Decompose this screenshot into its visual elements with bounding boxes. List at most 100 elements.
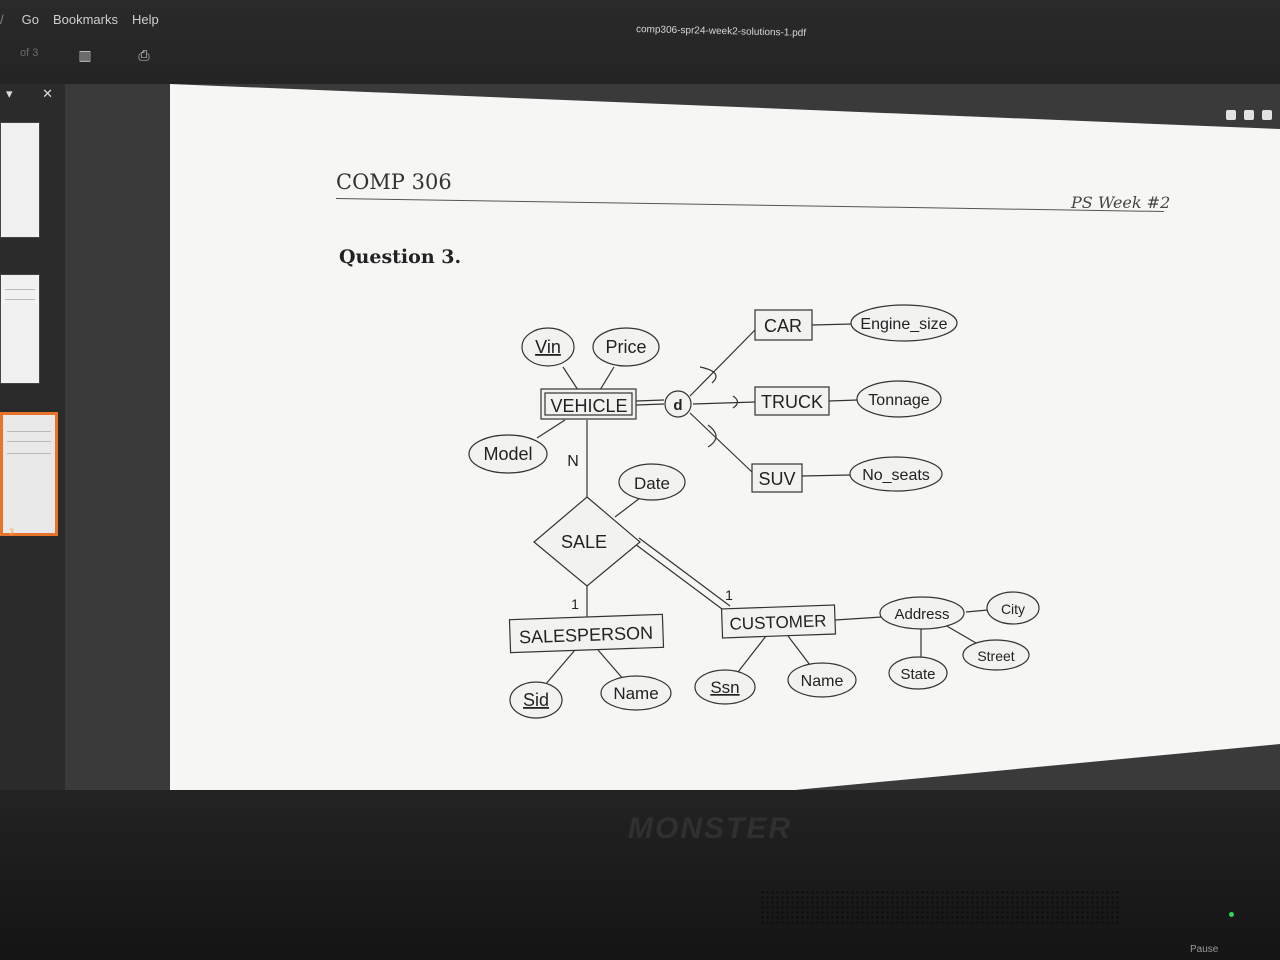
attr-model-label: Model (483, 444, 532, 464)
page-counter: of 3 (20, 47, 39, 59)
sidebar-header: ▾ ✕ (6, 86, 56, 104)
entity-salesperson-label: SALESPERSON (519, 623, 654, 648)
menu-help[interactable]: Help (132, 12, 159, 27)
specialization-label: d (673, 397, 682, 414)
entity-customer-label: CUSTOMER (729, 611, 827, 633)
thumbnail-sidebar: ▾ ✕ 3 (0, 84, 65, 884)
menu-bookmarks[interactable]: Bookmarks (52, 12, 118, 27)
entity-customer-box (720, 604, 837, 639)
edge-sale-customer-double (638, 537, 731, 607)
thumbnail-page-2[interactable] (0, 274, 40, 384)
attr-city-label: City (1001, 601, 1025, 617)
close-window-icon[interactable] (1262, 110, 1272, 120)
close-icon[interactable]: ✕ (42, 86, 54, 101)
edge-vehicle-d (635, 403, 665, 406)
attr-state-label: State (900, 666, 935, 683)
attr-salesperson-name-ellipse (600, 675, 672, 711)
attr-sid-ellipse (509, 681, 563, 719)
entity-salesperson-box (508, 613, 665, 654)
edge-price-vehicle (599, 366, 615, 391)
menu-go[interactable]: Go (21, 12, 39, 27)
attr-street-label: Street (977, 648, 1014, 664)
edge-customer-address (834, 616, 883, 621)
edge-suv-seats (801, 474, 851, 477)
subset-arc-suv (707, 424, 717, 448)
attr-city-ellipse (986, 591, 1040, 625)
edge-address-street (944, 624, 977, 644)
edge-address-city (965, 609, 989, 613)
edge-sale-date (614, 497, 641, 518)
maximize-icon[interactable] (1244, 110, 1254, 120)
specialization-circle (664, 390, 692, 418)
attr-vin-label: Vin (535, 337, 561, 357)
entity-vehicle-box (540, 388, 637, 420)
entity-truck-box (754, 386, 830, 416)
edge-d-suv (689, 412, 753, 473)
cardinality-salesperson: 1 (571, 596, 579, 612)
print-icon[interactable]: ⎙ (138, 47, 150, 63)
power-led (1229, 912, 1234, 917)
subset-arc-car (699, 366, 717, 384)
entity-suv-box (751, 463, 803, 493)
minimize-icon[interactable] (1226, 110, 1236, 120)
entity-truck-label: TRUCK (761, 392, 823, 412)
attr-date-ellipse (618, 463, 686, 501)
viewer-toolbar: / Go Bookmarks Help comp306-spr24-week2-… (0, 0, 1280, 84)
edge-vehicle-d-double (635, 399, 665, 402)
attr-sid-label: Sid (523, 690, 549, 710)
speaker-grille (760, 890, 1120, 926)
entity-suv-label: SUV (758, 469, 795, 489)
edge-d-car (689, 329, 756, 397)
attr-customer-name-ellipse (787, 662, 857, 698)
entity-car-label: CAR (764, 316, 802, 336)
pause-key: Pause (1190, 944, 1219, 955)
sidebar-toggle-icon[interactable]: ▥ (78, 47, 92, 63)
attr-price-label: Price (605, 337, 646, 357)
attr-address-ellipse (879, 596, 965, 630)
edge-d-truck (692, 401, 756, 405)
attr-salesperson-name-label: Name (613, 684, 658, 703)
relationship-sale-diamond (533, 496, 641, 587)
edge-model-vehicle (536, 419, 566, 439)
attr-no-seats-ellipse (849, 456, 943, 492)
menu-fragment: / (0, 12, 4, 27)
thumbnail-page-number: 3 (9, 527, 15, 537)
laptop-bezel (0, 790, 1280, 960)
attr-street-ellipse (962, 639, 1030, 671)
edge-vin-vehicle (562, 366, 579, 391)
edge-truck-tonnage (828, 399, 859, 402)
relationship-sale-label: SALE (561, 532, 607, 552)
entity-vehicle-inner (544, 392, 633, 416)
edge-salesperson-sid (544, 649, 576, 686)
attr-date-label: Date (634, 474, 670, 493)
attr-no-seats-label: No_seats (862, 467, 930, 484)
attr-vin-ellipse (521, 327, 575, 367)
edge-car-engine (811, 323, 853, 326)
attr-price-ellipse (592, 327, 660, 367)
attr-ssn-label: Ssn (710, 678, 739, 697)
edge-customer-name (787, 635, 811, 666)
entity-vehicle-label: VEHICLE (550, 396, 627, 416)
attr-customer-name-label: Name (801, 673, 844, 690)
attr-state-ellipse (888, 656, 948, 690)
attr-ssn-ellipse (694, 669, 756, 705)
window-controls (1226, 110, 1272, 120)
cardinality-customer: 1 (725, 587, 733, 603)
ps-week-header: PS Week #2 (1071, 193, 1171, 212)
thumbnail-page-1[interactable] (0, 122, 40, 238)
laptop-brand-logo: MONSTER (628, 812, 792, 845)
subset-arc-truck (732, 395, 739, 409)
edge-customer-ssn (737, 635, 767, 673)
course-header: COMP 306 (336, 170, 452, 194)
dropdown-icon[interactable]: ▾ (6, 86, 13, 101)
question-title: Question 3. (339, 246, 462, 268)
attr-model-ellipse (468, 434, 548, 474)
attr-tonnage-label: Tonnage (868, 392, 929, 409)
attr-tonnage-ellipse (856, 380, 942, 418)
entity-car-box (754, 309, 813, 341)
cardinality-vehicle: N (567, 453, 579, 470)
edge-salesperson-name (597, 649, 625, 681)
edge-sale-customer (634, 543, 727, 613)
thumbnail-page-3[interactable]: 3 (0, 412, 58, 537)
